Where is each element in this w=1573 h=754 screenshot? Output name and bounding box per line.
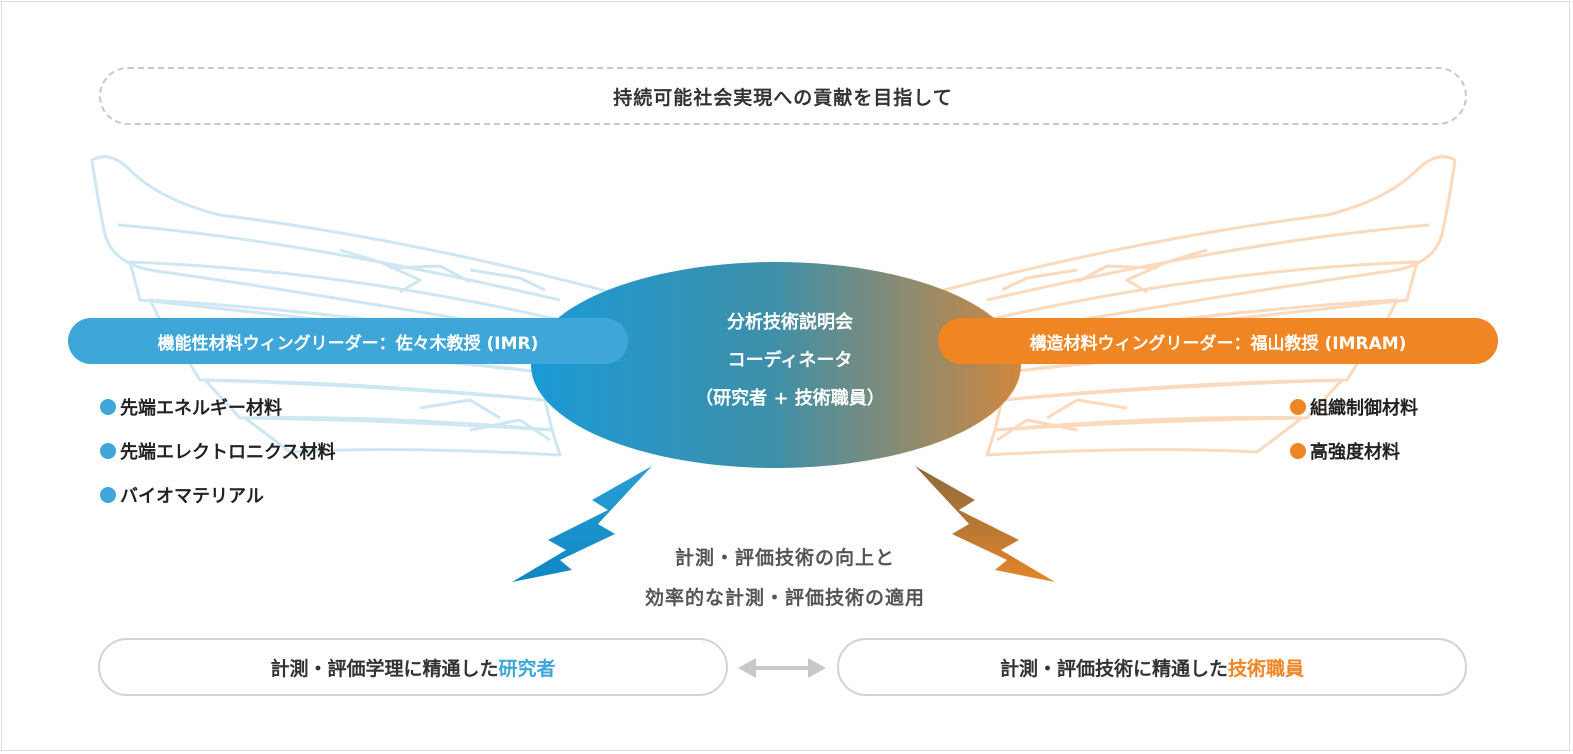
coordinator-line-3: （研究者 + 技術職員） bbox=[695, 388, 885, 409]
coordinator-line-1: 分析技術説明会 bbox=[727, 312, 853, 333]
measurement-improvement-text: 計測・評価技術の向上と 効率的な計測・評価技術の適用 bbox=[600, 538, 970, 618]
functional-materials-list: 先端エネルギー材料 先端エレクトロニクス材料 バイオマテリアル bbox=[100, 385, 335, 517]
list-item: 組織制御材料 bbox=[1290, 385, 1418, 429]
researcher-prefix: 計測・評価学理に精通した bbox=[270, 657, 499, 680]
middle-line-1: 計測・評価技術の向上と bbox=[674, 547, 895, 569]
lightning-right-icon bbox=[915, 466, 1055, 582]
researcher-highlight: 研究者 bbox=[498, 657, 556, 680]
list-item: 高強度材料 bbox=[1290, 429, 1418, 473]
list-item-label: 組織制御材料 bbox=[1310, 398, 1418, 419]
list-item-label: バイオマテリアル bbox=[120, 486, 264, 507]
technical-staff-highlight: 技術職員 bbox=[1228, 657, 1305, 680]
list-item-label: 高強度材料 bbox=[1310, 442, 1400, 463]
list-item-label: 先端エネルギー材料 bbox=[120, 398, 282, 419]
functional-materials-leader: 機能性材料ウィングリーダー：佐々木教授 (IMR) bbox=[68, 318, 628, 364]
goal-banner: 持続可能社会実現への貢献を目指して bbox=[99, 67, 1467, 125]
middle-line-2: 効率的な計測・評価技術の適用 bbox=[644, 587, 925, 609]
bullet-dot-icon bbox=[100, 487, 116, 503]
technical-staff-prefix: 計測・評価技術に精通した bbox=[999, 657, 1228, 680]
list-item: 先端エレクトロニクス材料 bbox=[100, 429, 335, 473]
bullet-dot-icon bbox=[100, 399, 116, 415]
list-item-label: 先端エレクトロニクス材料 bbox=[120, 442, 336, 463]
bullet-dot-icon bbox=[100, 443, 116, 459]
list-item: 先端エネルギー材料 bbox=[100, 385, 335, 429]
coordinator-label: 分析技術説明会 コーディネータ （研究者 + 技術職員） bbox=[640, 304, 940, 418]
center-ellipse bbox=[531, 262, 1021, 468]
list-item: バイオマテリアル bbox=[100, 473, 335, 517]
coordinator-line-2: コーディネータ bbox=[727, 350, 853, 371]
technical-staff-box: 計測・評価技術に精通した技術職員 bbox=[837, 638, 1467, 696]
structural-materials-leader: 構造材料ウィングリーダー：福山教授 (IMRAM) bbox=[938, 318, 1498, 364]
bullet-dot-icon bbox=[1290, 399, 1306, 415]
double-arrow-icon bbox=[738, 658, 826, 678]
structural-materials-list: 組織制御材料 高強度材料 bbox=[1290, 385, 1418, 473]
bullet-dot-icon bbox=[1290, 443, 1306, 459]
researcher-box: 計測・評価学理に精通した研究者 bbox=[98, 638, 728, 696]
lightning-left-icon bbox=[512, 466, 652, 582]
